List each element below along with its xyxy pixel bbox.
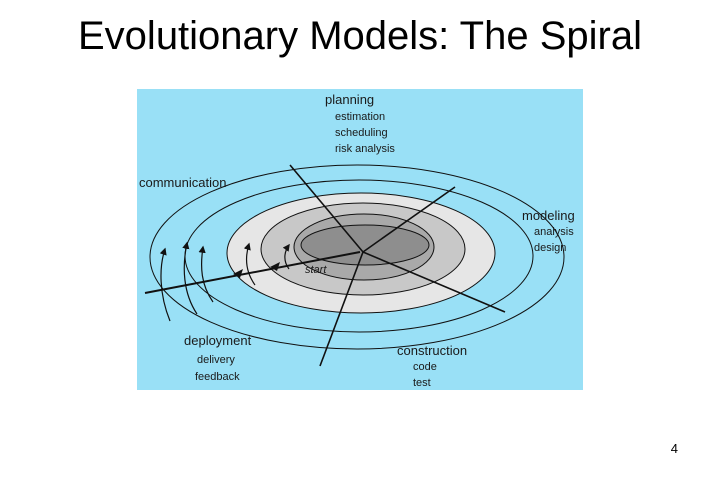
planning-task-estimation: estimation bbox=[335, 111, 385, 123]
slide-number: 4 bbox=[670, 441, 678, 456]
activity-planning: planning bbox=[325, 92, 374, 107]
spiral-core bbox=[300, 224, 430, 266]
modeling-task-design: design bbox=[534, 242, 566, 254]
modeling-task-analysis: analysis bbox=[534, 226, 574, 238]
spiral-arrow-2 bbox=[182, 241, 198, 315]
sector-line-planning bbox=[289, 164, 364, 253]
spiral-outer-ring-2 bbox=[149, 164, 565, 350]
planning-task-risk-analysis: risk analysis bbox=[335, 143, 395, 155]
sector-line-construction-left bbox=[319, 251, 364, 367]
deployment-task-delivery: delivery bbox=[197, 354, 235, 366]
construction-task-code: code bbox=[413, 361, 437, 373]
activity-modeling: modeling bbox=[522, 208, 575, 223]
start-label: start bbox=[305, 264, 327, 276]
start-arrow-head-2 bbox=[270, 262, 280, 271]
construction-task-test: test bbox=[413, 377, 431, 389]
spiral-arrow-3 bbox=[198, 245, 214, 303]
spiral-arrow-1 bbox=[159, 247, 171, 322]
spiral-diagram-svg: start planning estimation scheduling ris… bbox=[137, 89, 583, 390]
sector-line-modeling bbox=[362, 186, 456, 253]
spiral-arrow-5 bbox=[282, 243, 290, 270]
activity-construction: construction bbox=[397, 343, 467, 358]
sector-line-construction-right bbox=[362, 251, 506, 313]
spiral-diagram: start planning estimation scheduling ris… bbox=[137, 89, 583, 390]
activity-deployment: deployment bbox=[184, 333, 252, 348]
spiral-arrow-4 bbox=[243, 242, 256, 286]
deployment-task-feedback: feedback bbox=[195, 371, 240, 383]
start-arrow bbox=[144, 251, 361, 294]
slide-title: Evolutionary Models: The Spiral bbox=[78, 14, 642, 58]
planning-task-scheduling: scheduling bbox=[335, 127, 388, 139]
activity-communication: communication bbox=[139, 175, 226, 190]
start-arrow-head-1 bbox=[233, 269, 243, 278]
